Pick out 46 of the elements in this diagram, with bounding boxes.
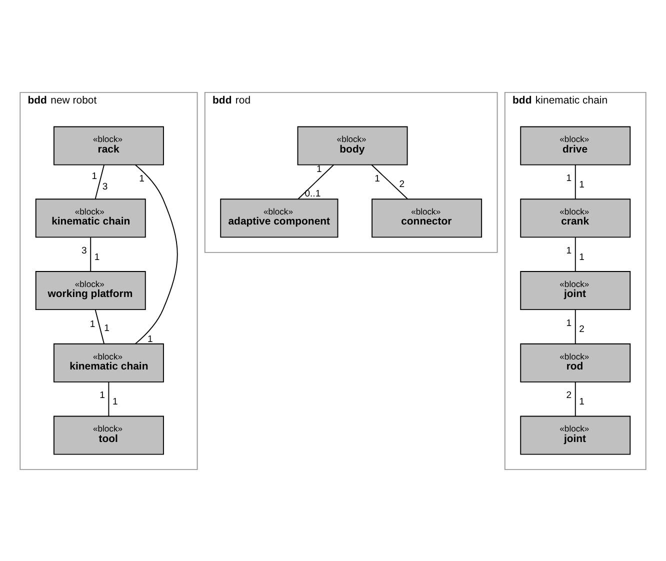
node-box: «block» tool: [53, 415, 164, 454]
connector: [94, 164, 105, 199]
label: 1: [148, 333, 153, 344]
node-box: «block» joint: [520, 270, 631, 310]
label: 2: [399, 178, 405, 190]
node-box: «block» body: [297, 126, 408, 165]
label: 3: [102, 180, 108, 192]
label: 1: [579, 178, 584, 190]
label: 1: [112, 396, 118, 408]
label: 1: [374, 172, 380, 184]
connector: [371, 164, 408, 199]
node-box: «block» rack: [53, 126, 164, 165]
label: 1: [94, 251, 100, 262]
connector: [94, 308, 104, 344]
label: 1: [100, 390, 105, 401]
connector: [298, 164, 334, 199]
label: 2: [579, 324, 584, 335]
node-box: «block» drive: [520, 126, 631, 165]
connector: [574, 164, 576, 199]
label: 1: [316, 164, 322, 175]
connector: [574, 308, 576, 344]
label: 1: [92, 170, 98, 182]
label: 1: [104, 322, 110, 334]
label: 1: [579, 251, 584, 262]
label: 1: [566, 172, 572, 184]
label: 1: [579, 396, 584, 408]
label: 0..1: [304, 188, 321, 199]
label: 1: [566, 317, 572, 328]
connector: [574, 236, 576, 272]
connector: [108, 381, 110, 416]
label: 1: [566, 244, 572, 256]
node-box: «block» rod: [520, 342, 631, 382]
label: 3: [82, 244, 87, 256]
connector: [90, 236, 92, 272]
node-box: «block» kinematic chain: [35, 198, 146, 238]
label: 1: [139, 172, 144, 184]
node-box: «block» crank: [520, 198, 631, 238]
node-box: «block» working platform: [35, 270, 146, 310]
node-box: «block» kinematic chain: [53, 342, 164, 382]
label: 1: [90, 318, 96, 330]
connector: [135, 164, 178, 344]
label: 2: [566, 390, 572, 401]
connector: [574, 381, 576, 416]
node-box: «block» connector: [372, 198, 482, 238]
node-box: «block» joint: [520, 415, 631, 454]
node-box: «block» adaptive component: [220, 198, 338, 238]
